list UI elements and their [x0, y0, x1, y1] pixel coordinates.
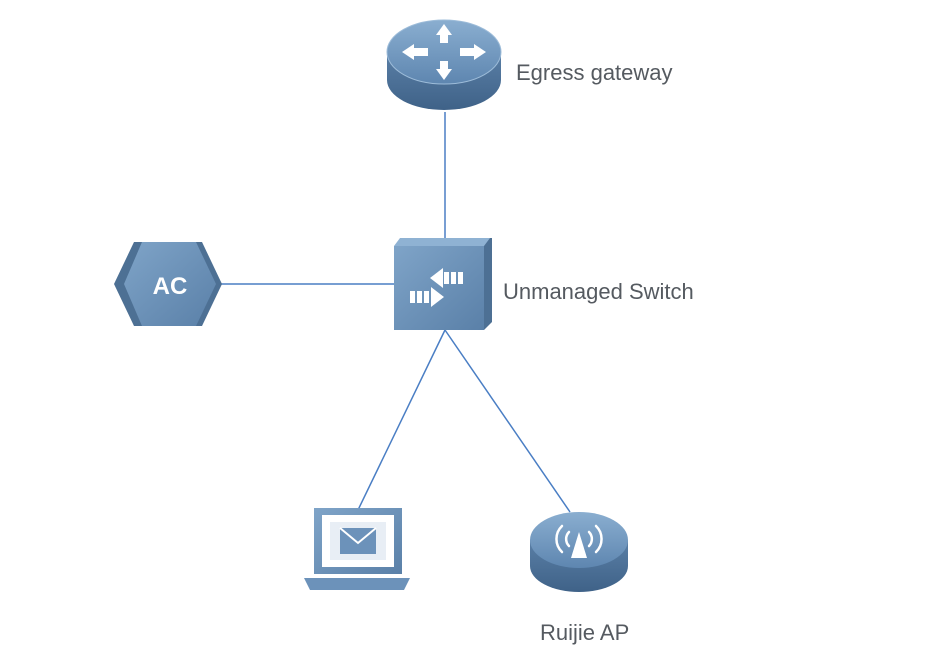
router-icon — [386, 19, 502, 110]
ac-label: AC — [153, 273, 188, 300]
wireless-access-point-icon — [530, 512, 628, 592]
access-controller-icon: AC — [114, 242, 222, 326]
laptop-icon — [304, 508, 410, 590]
unmanaged-switch-label: Unmanaged Switch — [503, 279, 694, 304]
ruijie-ap-label: Ruijie AP — [540, 620, 630, 645]
egress-gateway-label: Egress gateway — [516, 60, 673, 85]
switch-icon — [394, 238, 492, 330]
link-switch-laptop — [357, 329, 446, 511]
link-switch-ap — [444, 329, 571, 513]
